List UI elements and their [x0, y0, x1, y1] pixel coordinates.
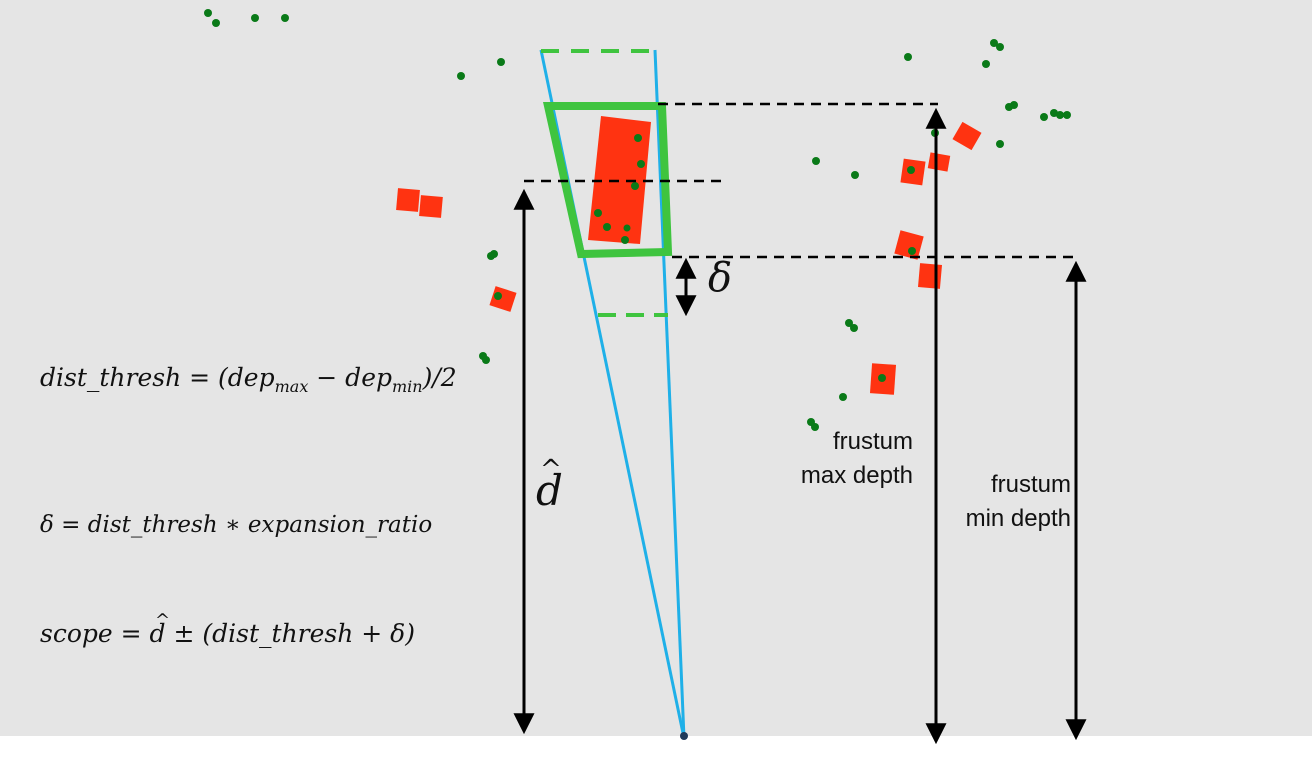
frustum-max-depth-label-line1: frustum: [833, 428, 913, 455]
target-object: [588, 116, 651, 244]
frustum-min-depth-label-line1: frustum: [991, 471, 1071, 498]
delta-symbol: δ: [708, 255, 732, 301]
object-points: [594, 134, 645, 244]
frustum-box: [543, 102, 673, 259]
diagram-background: [0, 0, 1312, 736]
frustum-max-depth-label-line2: max depth: [801, 462, 913, 489]
formula-delta: δ = dist_thresh ∗ expansion_ratio: [40, 512, 432, 538]
formula-scope-hat: ^: [155, 610, 170, 631]
camera-origin: [680, 732, 688, 740]
ray-right: [653, 49, 686, 739]
formula-scope: scope = d ± (dist_thresh + δ): [40, 619, 415, 648]
d-hat-hat: ^: [540, 455, 562, 485]
d-hat-symbol: d: [536, 466, 563, 515]
frustum-min-depth-label-line2: min depth: [966, 505, 1071, 532]
formula-dist-thresh: dist_thresh = (depmax − depmin)/2: [40, 363, 457, 396]
scatter-points: [204, 9, 1071, 431]
